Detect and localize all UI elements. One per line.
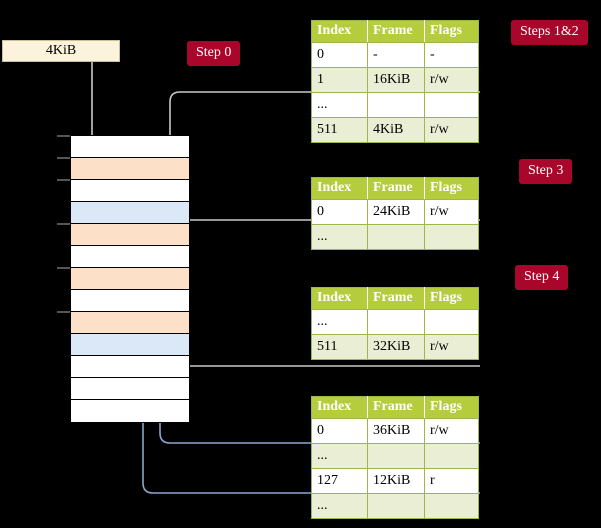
cell-frame: 32KiB [367, 334, 425, 360]
cell-index: ... [311, 493, 368, 519]
cell-flags: r [424, 468, 479, 494]
memory-scale-tick [57, 311, 70, 313]
cell-index: 0 [311, 199, 368, 225]
memory-frame-row [71, 158, 189, 180]
column-header-index: Index [311, 396, 368, 419]
cell-index: 127 [311, 468, 368, 494]
cell-flags: r/w [424, 117, 479, 143]
cell-flags: r/w [424, 199, 479, 225]
column-header-frame: Frame [367, 396, 425, 419]
memory-scale-tick [57, 179, 70, 181]
memory-scale-tick [57, 135, 70, 137]
cell-frame: - [367, 42, 425, 68]
cell-frame [367, 443, 425, 469]
cell-flags: r/w [424, 334, 479, 360]
cell-index: ... [311, 224, 368, 250]
cell-index: 511 [311, 334, 368, 360]
column-header-flags: Flags [424, 396, 479, 419]
physical-memory-column [70, 135, 190, 423]
cell-index: 1 [311, 67, 368, 93]
memory-frame-row [71, 136, 189, 158]
badge-step-3: Step 3 [519, 159, 573, 184]
table-row: 0-- [311, 42, 479, 68]
memory-frame-row [71, 202, 189, 224]
column-header-frame: Frame [367, 20, 425, 43]
memory-frame-row [71, 268, 189, 290]
table-row: ... [311, 224, 479, 250]
cell-flags: r/w [424, 418, 479, 444]
cell-index: 511 [311, 117, 368, 143]
cell-frame [367, 309, 425, 335]
cell-index: ... [311, 443, 368, 469]
cell-frame [367, 493, 425, 519]
column-header-frame: Frame [367, 287, 425, 310]
cell-frame: 24KiB [367, 199, 425, 225]
table-row: ... [311, 443, 479, 469]
memory-frame-row [71, 290, 189, 312]
memory-frame-row [71, 400, 189, 422]
badge-steps-1-2: Steps 1&2 [511, 20, 588, 45]
memory-frame-row [71, 356, 189, 378]
column-header-index: Index [311, 20, 368, 43]
badge-steps-1-2-label: Steps 1&2 [520, 24, 579, 39]
memory-frame-row [71, 246, 189, 268]
memory-scale-tick [57, 223, 70, 225]
wire-l3-b-to-frame [142, 214, 480, 494]
column-header-flags: Flags [424, 287, 479, 310]
cell-frame: 4KiB [367, 117, 425, 143]
column-header-flags: Flags [424, 177, 479, 200]
badge-step-4-label: Step 4 [524, 269, 560, 284]
column-header-index: Index [311, 287, 368, 310]
cell-flags: r/w [424, 67, 479, 93]
column-header-index: Index [311, 177, 368, 200]
cell-frame [367, 224, 425, 250]
wire-l0-to-frame [169, 91, 480, 152]
cell-index: 0 [311, 418, 368, 444]
cell-flags [424, 92, 479, 118]
table-row: ... [311, 309, 479, 335]
memory-frame-row [71, 312, 189, 334]
memory-frame-row [71, 224, 189, 246]
memory-scale-tick [57, 267, 70, 269]
cell-flags [424, 443, 479, 469]
cell-frame: 16KiB [367, 67, 425, 93]
cell-frame: 36KiB [367, 418, 425, 444]
memory-scale-tick [57, 157, 70, 159]
memory-frame-row [71, 180, 189, 202]
wire-l3-a-to-frame [159, 335, 480, 444]
column-header-frame: Frame [367, 177, 425, 200]
badge-step-0: Step 0 [187, 41, 241, 66]
table-row: ... [311, 493, 479, 519]
cell-index: ... [311, 92, 368, 118]
cell-flags [424, 309, 479, 335]
cell-frame: 12KiB [367, 468, 425, 494]
badge-step-4: Step 4 [515, 265, 569, 290]
cell-index: 0 [311, 42, 368, 68]
cell-flags [424, 224, 479, 250]
memory-frame-row [71, 334, 189, 356]
memory-frame-row [71, 378, 189, 400]
table-row: ... [311, 92, 479, 118]
badge-step-0-label: Step 0 [196, 45, 232, 60]
cell-flags: - [424, 42, 479, 68]
column-header-flags: Flags [424, 20, 479, 43]
cell-flags [424, 493, 479, 519]
frame-size-box: 4KiB [2, 40, 120, 62]
cell-index: ... [311, 309, 368, 335]
frame-size-label: 4KiB [45, 43, 77, 58]
cell-frame [367, 92, 425, 118]
badge-step-3-label: Step 3 [528, 163, 564, 178]
